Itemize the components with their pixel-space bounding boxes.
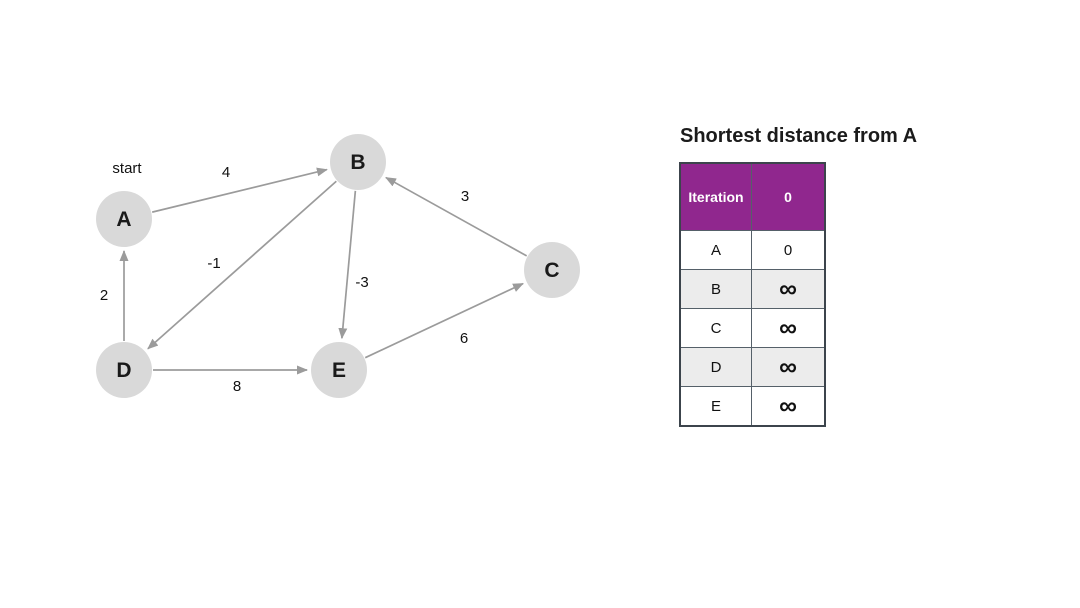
graph-node-B xyxy=(330,134,386,190)
graph-node-label-B: B xyxy=(350,151,365,174)
node-name-cell: A xyxy=(679,230,752,270)
edge-weight-label-E-C: 6 xyxy=(460,330,468,347)
node-name-cell: E xyxy=(679,386,752,427)
table-row-E: E∞ xyxy=(679,386,826,427)
graph-edges: 4 3 -1 -3 2 8 6 xyxy=(100,164,528,395)
table-row-B: B∞ xyxy=(679,269,826,309)
graph-node-label-E: E xyxy=(332,359,346,382)
table-row-C: C∞ xyxy=(679,308,826,348)
graph-node-A xyxy=(96,191,152,247)
graph-node-label-A: A xyxy=(116,208,131,231)
table-row-D: D∞ xyxy=(679,347,826,387)
graph-node-label-C: C xyxy=(544,259,559,282)
table-header-row: Iteration 0 xyxy=(679,162,826,231)
edge-C-to-B xyxy=(385,176,528,257)
distance-value-cell: ∞ xyxy=(751,308,826,348)
edge-weight-label-A-B: 4 xyxy=(222,164,230,181)
panel-title: Shortest distance from A xyxy=(680,125,918,147)
start-node-annotation: start xyxy=(112,160,142,177)
edge-A-to-B xyxy=(151,167,328,213)
edge-B-to-E xyxy=(338,190,357,340)
distance-value-cell: ∞ xyxy=(751,347,826,387)
edge-E-to-C xyxy=(364,282,524,359)
distance-value-cell: ∞ xyxy=(751,386,826,427)
distance-value-cell: ∞ xyxy=(751,269,826,309)
edge-weight-label-D-E: 8 xyxy=(233,378,241,395)
graph-node-D xyxy=(96,342,152,398)
edge-weight-label-B-E: -3 xyxy=(355,274,368,291)
node-name-cell: D xyxy=(679,347,752,387)
edge-B-to-D xyxy=(147,180,337,350)
edge-weight-label-C-B: 3 xyxy=(461,188,469,205)
node-name-cell: C xyxy=(679,308,752,348)
edge-weight-label-D-A: 2 xyxy=(100,287,108,304)
iteration-number-cell: 0 xyxy=(751,162,826,231)
graph-node-label-D: D xyxy=(116,359,131,382)
distance-value-cell: 0 xyxy=(751,230,826,270)
edge-weight-label-B-D: -1 xyxy=(207,255,220,272)
iteration-header-cell: Iteration xyxy=(679,162,752,231)
graph-node-E xyxy=(311,342,367,398)
graph-node-C xyxy=(524,242,580,298)
node-name-cell: B xyxy=(679,269,752,309)
